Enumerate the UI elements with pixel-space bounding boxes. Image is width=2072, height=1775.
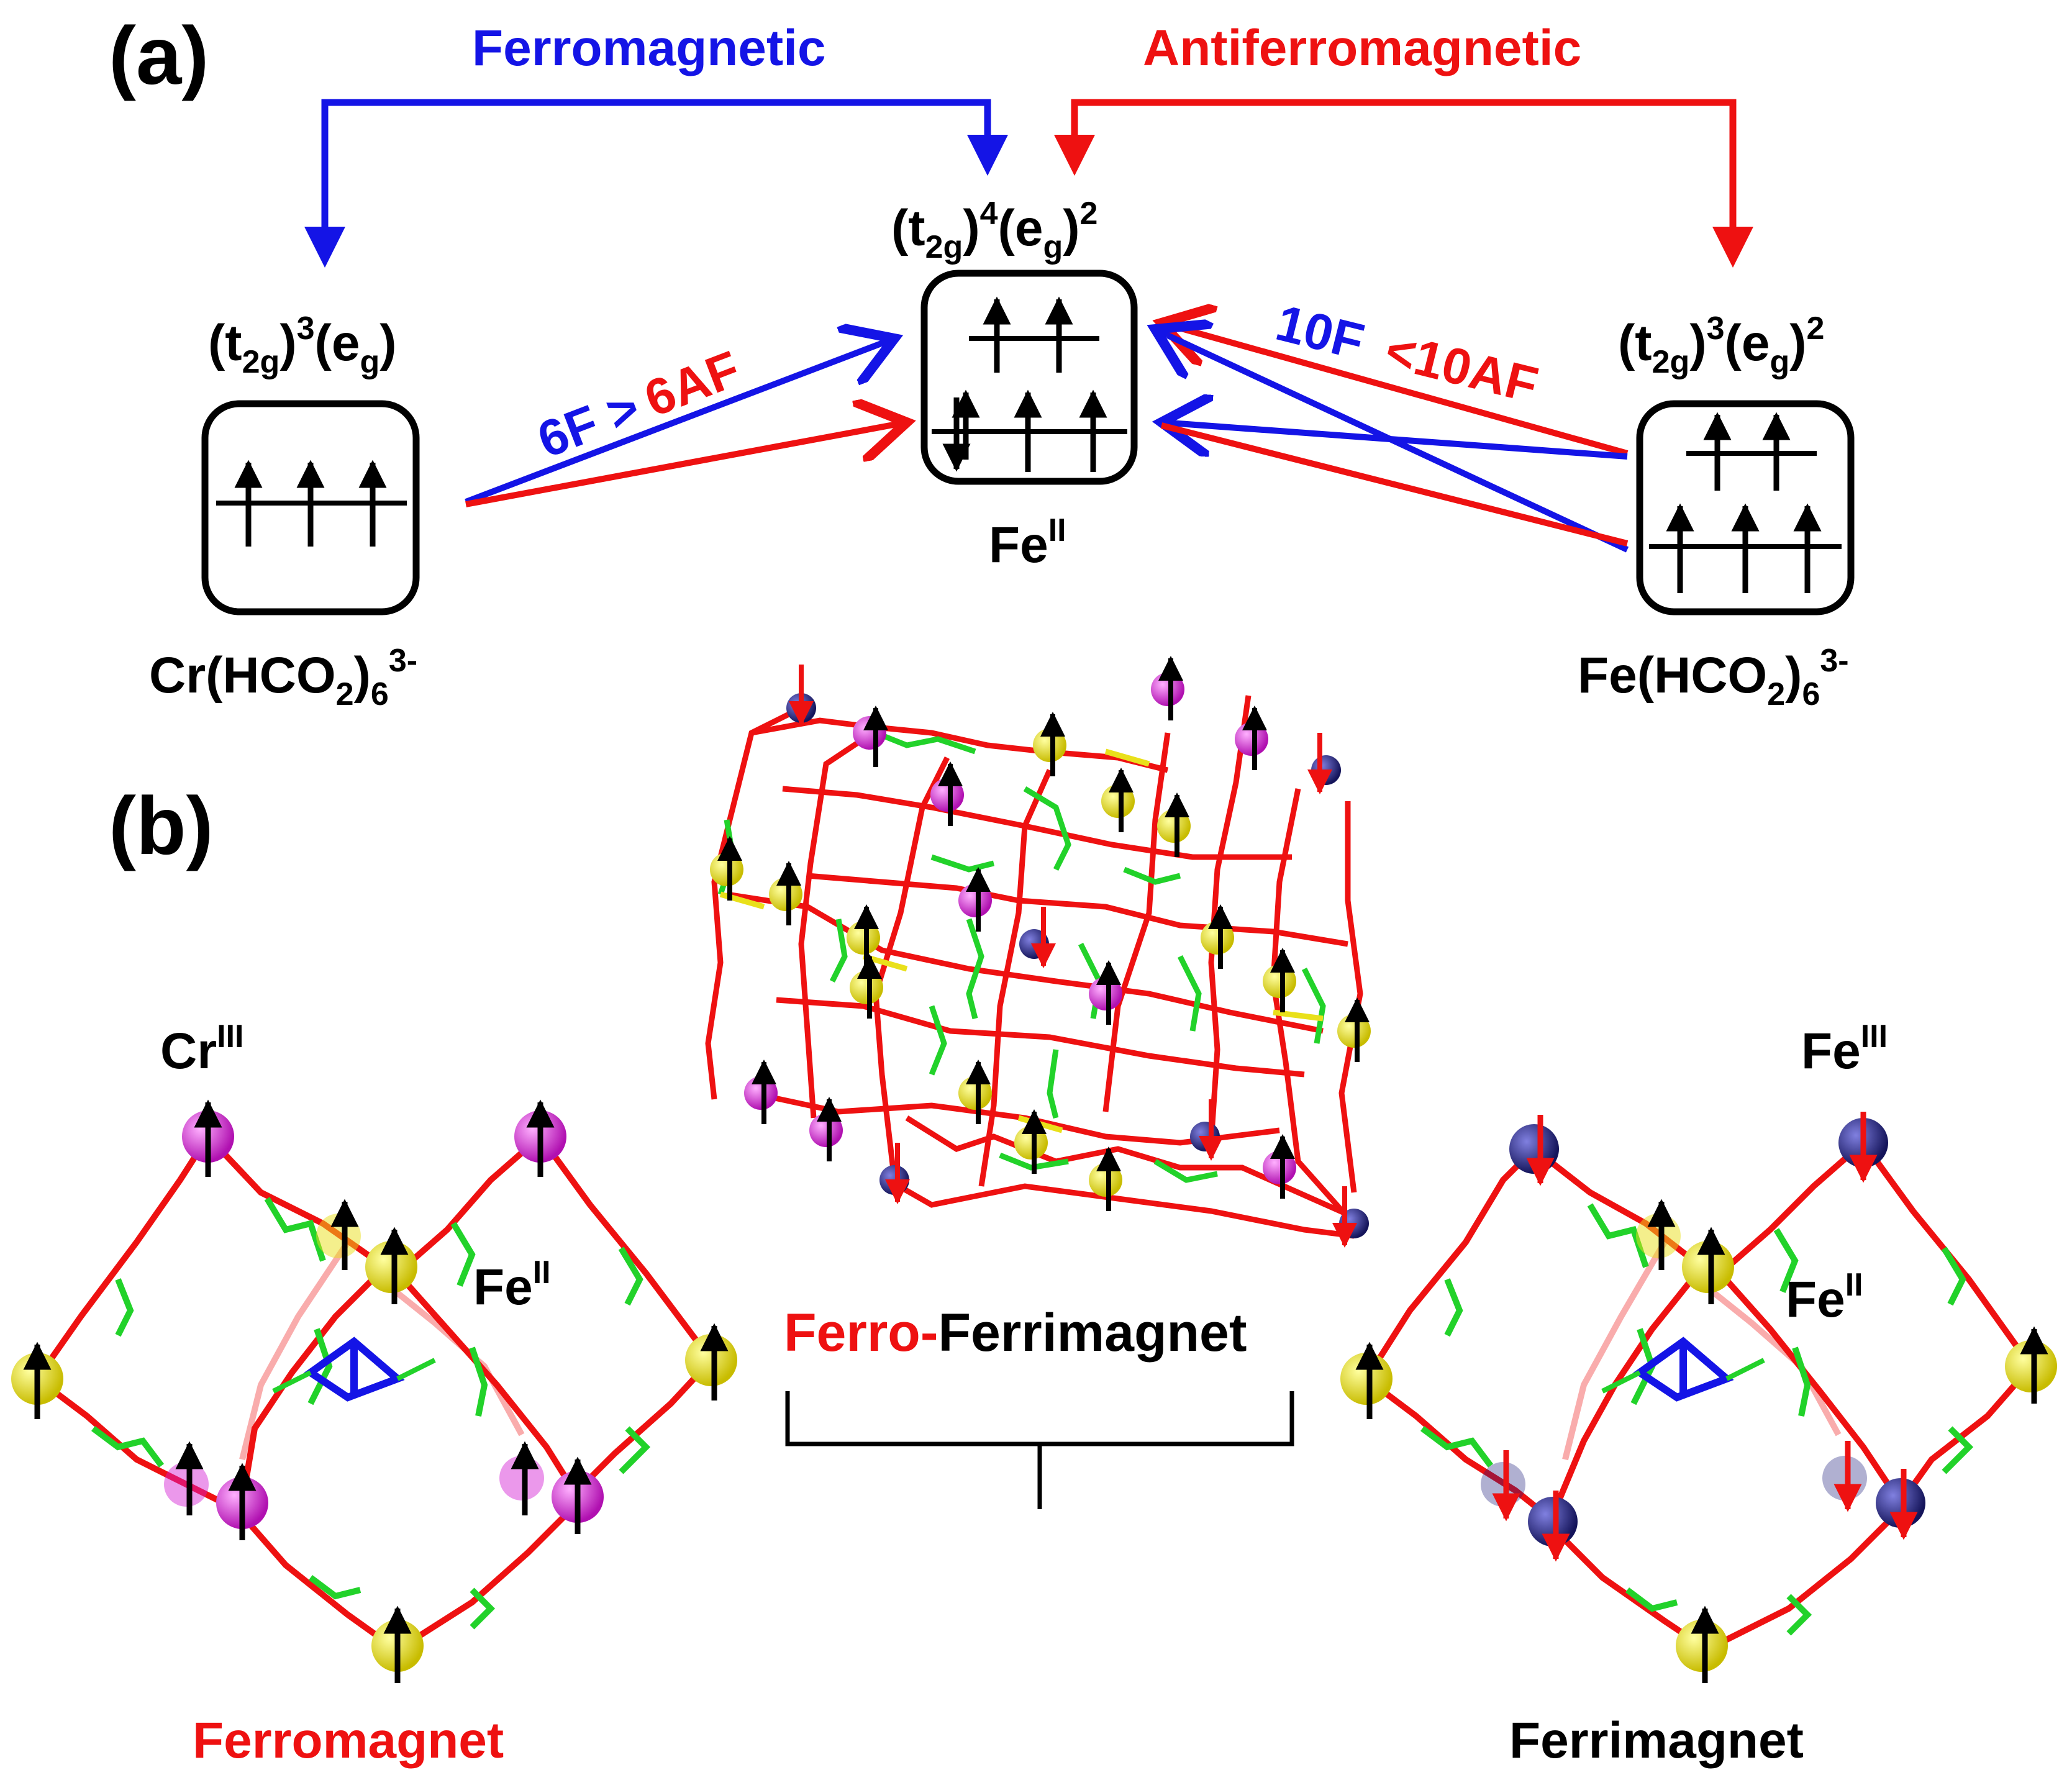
cr-fe-ratio: 6F >6AF	[530, 340, 747, 469]
framework-spins	[717, 656, 1370, 1248]
ferro-ferrimagnet-title: Ferro-Ferrimagnet	[784, 1303, 1247, 1363]
fe2-orbital-box	[920, 270, 1138, 485]
fe-fe-coupling-arrows	[1155, 323, 1629, 553]
ferrimagnet-atoms	[1340, 1118, 2057, 1672]
ferrimagnet-spins	[1355, 1112, 2048, 1683]
panel-a-label: (a)	[109, 10, 209, 101]
fe2-ion-label: FeII	[989, 512, 1066, 573]
cr-formate-label: Cr(HCO2)63-	[149, 643, 417, 712]
fe3-label: FeIII	[1801, 1019, 1888, 1079]
ferrimagnet-cage	[1363, 1140, 2034, 1649]
ferrimagnet-fe2-label: FeII	[1786, 1267, 1863, 1328]
cr3-label: CrIII	[160, 1019, 243, 1079]
right-electron-config: (t2g)3(eg)2	[1618, 311, 1824, 380]
framework-atoms	[710, 673, 1371, 1238]
ferromagnet-title: Ferromagnet	[193, 1712, 504, 1769]
antiferromagnetic-label: Antiferromagnetic	[1143, 20, 1581, 76]
left-electron-config: (t2g)3(eg)	[208, 311, 397, 380]
ferromagnetic-label: Ferromagnetic	[472, 20, 826, 76]
ferromagnet-fe2-label: FeII	[473, 1255, 551, 1315]
center-electron-config: (t2g)4(eg)2	[891, 196, 1097, 265]
ferromagnet-cage	[34, 1134, 714, 1649]
ferromagnetic-bracket-arrow	[304, 99, 1008, 268]
ferromagnet-spins	[23, 1099, 729, 1683]
fe-fe-ratio: 10F<10AF	[1271, 294, 1543, 414]
fe3-orbital-box	[1636, 400, 1855, 615]
panel-b-label: (b)	[109, 780, 214, 871]
ferrimagnet-title: Ferrimagnet	[1509, 1712, 1804, 1769]
ferro-ferrimagnet-framework	[705, 695, 1363, 1239]
cr-fe-coupling-arrows	[465, 338, 907, 507]
combination-bracket	[785, 1391, 1294, 1509]
fe-formate-label: Fe(HCO2)63-	[1578, 643, 1849, 712]
antiferromagnetic-bracket-arrow	[1054, 99, 1753, 268]
cr-orbital-box	[201, 400, 420, 615]
